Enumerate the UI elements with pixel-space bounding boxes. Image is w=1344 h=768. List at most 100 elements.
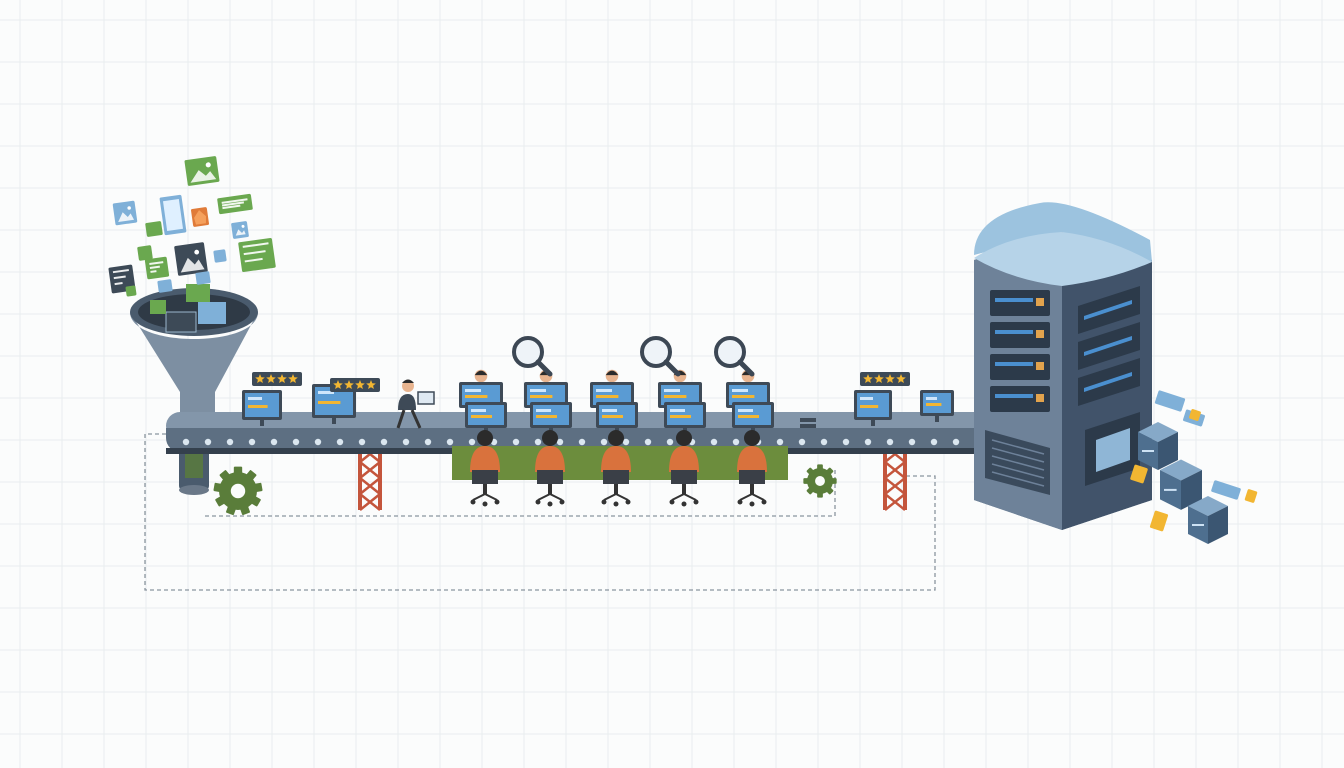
belt-roller — [622, 438, 630, 446]
phone-card-icon — [159, 194, 187, 236]
reviewer-monitor — [658, 382, 702, 414]
annotator-icon — [396, 379, 435, 429]
reviewer-monitor — [726, 382, 770, 414]
feedback-loop-outer — [144, 433, 936, 591]
belt-roller — [446, 438, 454, 446]
data-card — [213, 249, 227, 263]
star-icon — [863, 374, 873, 383]
chair-icon — [737, 484, 767, 507]
gear-icon — [803, 464, 837, 498]
monitor-icon — [854, 390, 892, 426]
funnel-icon — [130, 284, 258, 495]
vent-line — [991, 471, 1045, 487]
labeling-station — [590, 369, 638, 507]
image-card-icon — [231, 221, 249, 239]
belt-roller — [534, 438, 542, 446]
chair-icon — [601, 484, 631, 507]
server-slot — [990, 386, 1050, 412]
magnifier-icon — [512, 336, 553, 377]
belt-roller — [270, 438, 278, 446]
belt-roller — [930, 438, 938, 446]
image-card-icon — [174, 242, 208, 276]
data-card — [137, 245, 153, 261]
star-icon — [288, 374, 298, 383]
worker-icon — [669, 430, 699, 484]
home-card-icon — [191, 207, 209, 227]
belt-roller — [776, 438, 784, 446]
tag-icon — [1130, 464, 1148, 484]
belt-roller — [710, 438, 718, 446]
document-card-icon — [144, 256, 170, 280]
image-card-icon — [112, 200, 138, 226]
document-card-icon — [238, 237, 276, 273]
monitor-icon — [242, 390, 282, 426]
server-slot — [990, 290, 1050, 316]
worker-icon — [470, 430, 500, 484]
star-rating-badge — [252, 372, 302, 386]
server-slot — [990, 354, 1050, 380]
image-card-icon — [184, 156, 220, 186]
funnel-card — [150, 300, 166, 314]
stack-icon — [800, 418, 816, 422]
data-card — [145, 221, 163, 237]
belt-roller — [424, 438, 432, 446]
worker-icon — [737, 430, 767, 484]
star-icon — [255, 374, 265, 383]
star-icon — [333, 380, 343, 389]
belt-roller — [380, 438, 388, 446]
data-cube-icon — [1138, 422, 1178, 470]
labeling-stations — [452, 336, 788, 507]
chair-icon — [535, 484, 565, 507]
belt-roller — [666, 438, 674, 446]
server-rack-icon — [974, 202, 1152, 530]
chair-icon — [669, 484, 699, 507]
tag-icon — [1189, 409, 1201, 421]
funnel-card — [198, 302, 226, 324]
belt-roller — [952, 438, 960, 446]
document-card-icon — [108, 264, 136, 294]
monitor-icon — [596, 402, 638, 434]
star-icon — [896, 374, 906, 383]
labeling-station — [658, 369, 706, 507]
data-card — [157, 279, 173, 293]
gear-icon — [213, 466, 263, 516]
monitor-icon — [920, 390, 954, 422]
feedback-loop-inner — [205, 470, 836, 517]
belt-roller — [468, 438, 476, 446]
star-icon — [277, 374, 287, 383]
vent-line — [991, 447, 1045, 463]
star-rating-badge — [330, 378, 380, 392]
monitor-icon — [465, 402, 507, 434]
vent-line — [991, 455, 1045, 471]
monitor-icon — [530, 402, 572, 434]
belt-roller — [204, 438, 212, 446]
belt-roller — [182, 438, 190, 446]
document-card-icon — [217, 193, 253, 215]
funnel-card — [186, 284, 210, 302]
data-card — [125, 285, 137, 297]
belt-roller — [600, 438, 608, 446]
tag-icon — [1244, 489, 1258, 503]
chair-icon — [470, 484, 500, 507]
star-icon — [266, 374, 276, 383]
belt-support — [883, 445, 907, 511]
monitor-icon — [732, 402, 774, 434]
funnel-card — [165, 311, 197, 333]
worker-icon — [535, 430, 565, 484]
document-card-icon — [1211, 480, 1241, 500]
laptop-icon — [417, 391, 435, 405]
funnel-body — [130, 312, 258, 420]
document-card-icon — [1154, 390, 1186, 412]
monitor-icon — [312, 384, 356, 424]
feedback-loop-dashed — [144, 433, 936, 591]
belt-roller — [336, 438, 344, 446]
star-icon — [355, 380, 365, 389]
star-icon — [366, 380, 376, 389]
incoming-data-cards — [108, 156, 276, 297]
belt-roller — [226, 438, 234, 446]
belt-roller — [908, 438, 916, 446]
belt-roller — [314, 438, 322, 446]
belt-roller — [248, 438, 256, 446]
belt-roller — [732, 438, 740, 446]
